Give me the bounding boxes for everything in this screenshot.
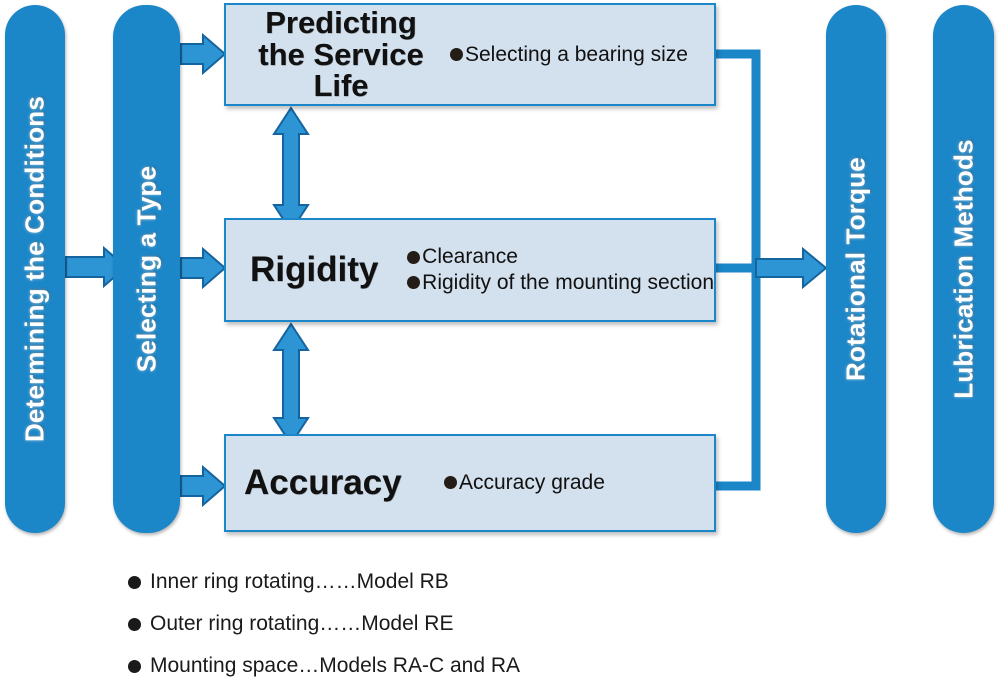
box-title-predicting-the-service-life: Predicting the Service Life	[258, 5, 424, 104]
legend-item-mounting-space: Mounting space…Models RA-C and RA	[128, 654, 520, 678]
stage-pill-lubrication-methods[interactable]: Lubrication Methods	[933, 5, 994, 533]
bullet-item: Clearance	[407, 244, 714, 270]
stage-pill-rotational-torque[interactable]: Rotational Torque	[826, 5, 886, 533]
stage-label-rotational-torque: Rotational Torque	[840, 157, 871, 381]
arrow-rigidity-accuracy-bidirectional	[272, 322, 310, 446]
box-rigidity[interactable]: Rigidity Clearance Rigidity of the mount…	[224, 218, 716, 322]
box-items-accuracy: Accuracy grade	[444, 470, 605, 496]
arrow-bus-to-rotational-torque	[755, 246, 828, 290]
legend-text: Inner ring rotating……Model RB	[150, 570, 449, 593]
bullet-text: Selecting a bearing size	[465, 42, 688, 66]
stage-label-determining-the-conditions: Determining the Conditions	[19, 95, 50, 443]
arrow-type-to-rigidity	[180, 246, 227, 290]
arrow-service-life-rigidity-bidirectional	[272, 106, 310, 233]
legend-text: Outer ring rotating……Model RE	[150, 612, 454, 635]
bullet-item: Rigidity of the mounting section	[407, 270, 714, 296]
stage-pill-selecting-a-type[interactable]: Selecting a Type	[113, 5, 180, 533]
legend-item-outer-ring-rotating: Outer ring rotating……Model RE	[128, 612, 520, 636]
bullet-item: Accuracy grade	[444, 470, 605, 496]
box-predicting-the-service-life[interactable]: Predicting the Service Life Selecting a …	[224, 3, 716, 106]
bullet-text: Accuracy grade	[459, 471, 605, 495]
bullet-dot-icon	[450, 47, 463, 61]
bullet-dot-icon	[128, 617, 141, 631]
legend-text: Mounting space…Models RA-C and RA	[150, 654, 521, 677]
box-items-rigidity: Clearance Rigidity of the mounting secti…	[407, 244, 714, 295]
bullet-dot-icon	[444, 476, 457, 490]
arrow-type-to-accuracy	[180, 464, 227, 508]
stage-label-selecting-a-type: Selecting a Type	[131, 165, 161, 373]
box-title-rigidity: Rigidity	[250, 250, 379, 290]
legend: Inner ring rotating……Model RB Outer ring…	[128, 570, 520, 696]
bullet-text: Clearance	[422, 245, 518, 269]
bullet-dot-icon	[128, 659, 141, 673]
bullet-text: Rigidity of the mounting section	[422, 271, 714, 294]
box-title-accuracy: Accuracy	[244, 463, 402, 503]
stage-pill-determining-the-conditions[interactable]: Determining the Conditions	[5, 5, 65, 533]
bullet-dot-icon	[128, 575, 141, 589]
arrow-type-to-service-life	[180, 32, 227, 76]
bullet-dot-icon	[407, 250, 421, 264]
legend-item-inner-ring-rotating: Inner ring rotating……Model RB	[128, 570, 520, 594]
bullet-item: Selecting a bearing size	[450, 42, 688, 68]
box-items-predicting-the-service-life: Selecting a bearing size	[450, 42, 688, 68]
box-accuracy[interactable]: Accuracy Accuracy grade	[224, 434, 716, 532]
stage-label-lubrication-methods: Lubrication Methods	[948, 139, 978, 399]
bullet-dot-icon	[407, 276, 421, 290]
bus-line-service-life	[716, 49, 761, 268]
bus-line-accuracy	[716, 268, 761, 491]
